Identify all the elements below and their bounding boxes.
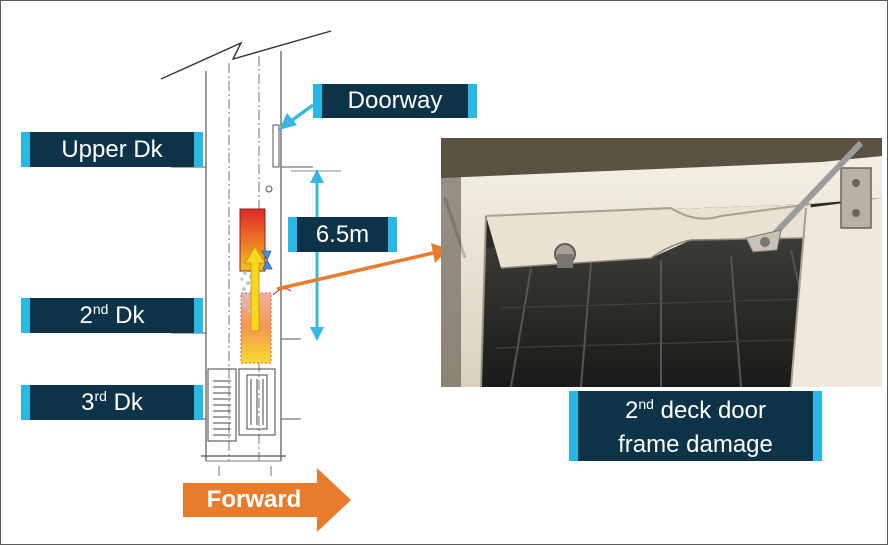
upper-dk-label: Upper Dk: [21, 132, 203, 167]
third-dk-label: 3rd Dk: [21, 385, 203, 420]
doorway-arrow: [279, 103, 315, 130]
doorway-mark: [272, 124, 280, 168]
caption-line-2: frame damage: [618, 431, 773, 458]
lower-machinery: [207, 368, 276, 442]
caption-line-1: 2nd deck door: [624, 396, 766, 424]
height-label: 6.5m: [288, 217, 397, 252]
second-dk-label: 2nd Dk: [21, 298, 203, 333]
height-dimension: [291, 169, 341, 341]
second-dk-text: 2nd Dk: [79, 300, 145, 329]
photo-caption: 2nd deck door frame damage: [569, 391, 822, 461]
upper-dk-text: Upper Dk: [61, 135, 163, 163]
break-line: [160, 30, 332, 80]
forward-arrow: [183, 468, 351, 532]
doorway-label: Doorway: [313, 84, 477, 118]
rising-arrow: [244, 246, 266, 332]
forward-label: Forward: [206, 486, 302, 513]
door-frame-photo-drawing: [441, 138, 882, 387]
sensor-mark: [261, 250, 273, 270]
third-dk-text: 3rd Dk: [81, 387, 143, 416]
height-text: 6.5m: [315, 220, 370, 248]
doorway-text: Doorway: [347, 87, 443, 114]
door-frame-photo: [441, 138, 882, 387]
